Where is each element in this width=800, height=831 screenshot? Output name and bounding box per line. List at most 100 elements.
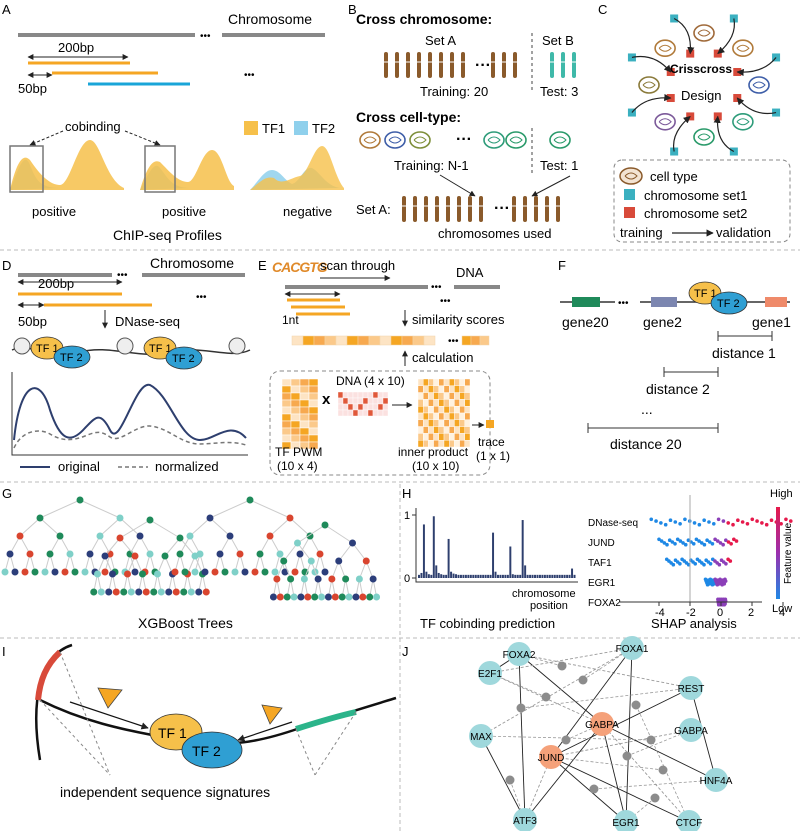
- panel-h: H 1 0 chromosome position TF cobinding p…: [402, 486, 794, 631]
- dna-label: DNA: [456, 265, 484, 280]
- ring-cell-5: [693, 128, 715, 146]
- score-cell-4: [324, 335, 337, 346]
- inner-cell: [433, 378, 440, 387]
- inner-cell: [417, 385, 424, 393]
- legend-validation-label: validation: [716, 225, 771, 240]
- shap-point: [708, 562, 713, 566]
- inner-cell: [454, 412, 460, 421]
- tree-2-node: [165, 588, 173, 596]
- shap-point: [736, 518, 740, 522]
- score-cell-12: [412, 335, 425, 346]
- pwm-cell: [281, 385, 292, 394]
- inner-cell: [423, 406, 429, 414]
- dna-cell: [342, 403, 349, 411]
- prediction-bar: [455, 574, 458, 578]
- tree-1-node: [96, 532, 104, 540]
- inner-cell: [459, 406, 466, 414]
- normalized-signal: [13, 425, 247, 449]
- ring-arrow-4: [713, 115, 735, 153]
- profile2-box: [144, 145, 176, 193]
- dna-cell: [352, 397, 359, 405]
- dna-cell: [372, 397, 379, 405]
- node-label-e2f1: E2F1: [478, 669, 502, 680]
- score-cell-13: [423, 335, 436, 346]
- node-label-foxa1: FOXA1: [616, 644, 649, 655]
- node-label-atf3: ATF3: [513, 816, 537, 827]
- inner-cell: [449, 385, 455, 393]
- tree-4-node: [280, 557, 288, 565]
- calculation-box: [269, 370, 491, 476]
- tree-3-node: [251, 568, 259, 576]
- inner-cell: [428, 392, 434, 400]
- tree-4-node: [338, 593, 346, 601]
- chromosome-4: [417, 52, 421, 78]
- network-edge: [623, 647, 633, 823]
- shap-point: [750, 517, 755, 522]
- tree-1-node: [46, 550, 54, 558]
- shap-point: [726, 540, 731, 544]
- tree-1-node: [66, 550, 74, 558]
- network-edge: [480, 735, 526, 821]
- score-cell-15: [470, 335, 481, 346]
- tf-pwm-matrix: [281, 378, 319, 450]
- dna-cell: [377, 397, 384, 405]
- shap-point: [726, 521, 731, 525]
- inner-cell: [454, 426, 460, 434]
- inner-cell: [428, 419, 434, 427]
- chromosome-3: [406, 52, 410, 78]
- tree-4-node: [304, 593, 312, 601]
- one-nt-label: 1nt: [282, 313, 299, 327]
- gene2-box: [651, 297, 677, 307]
- shap-point: [707, 540, 712, 544]
- chromosomes-used-label: chromosomes used: [438, 226, 551, 241]
- inner-cell: [433, 433, 440, 441]
- inner-cell: [443, 392, 450, 400]
- shap-point: [659, 521, 663, 525]
- node-label-gabpa2: GABPA: [674, 726, 708, 737]
- tree-2-node: [94, 570, 101, 578]
- crisscross-ring: [627, 14, 781, 156]
- tree-4-node: [321, 521, 329, 529]
- tree-4-node: [273, 575, 281, 583]
- tree-4-node: [328, 575, 336, 583]
- nucleosome-2: [116, 337, 134, 355]
- used-chromosome-1: [402, 196, 406, 222]
- score-cell-1: [291, 335, 304, 346]
- tree-3-node: [206, 514, 214, 522]
- training-chromosomes-row: [384, 52, 517, 78]
- dna-cell: [347, 397, 354, 405]
- dna-cell: [352, 409, 359, 417]
- dna-cell: [347, 403, 354, 411]
- pwm-cell: [281, 378, 292, 387]
- inner-cell: [438, 378, 445, 387]
- dna-cell: [377, 409, 384, 417]
- inner-product-label: inner product: [398, 445, 469, 459]
- ring-cell-7-nucleus: [642, 81, 656, 89]
- tree-1-node: [11, 568, 19, 576]
- chromosome-9: [491, 52, 495, 78]
- chromosome-1: [384, 52, 388, 78]
- test-chromosomes-row: [550, 52, 576, 78]
- inner-cell: [454, 392, 460, 400]
- network-edge: [524, 723, 603, 821]
- crisscross-label: Crisscross: [670, 62, 732, 76]
- shap-beeswarm: [649, 517, 793, 607]
- prediction-bar: [430, 574, 433, 578]
- tree-edge: [209, 517, 231, 537]
- inner-cell: [464, 440, 471, 448]
- tf1-label: TF 1: [694, 288, 717, 300]
- ytick-1: 1: [404, 510, 410, 522]
- dna-cell: [347, 391, 354, 399]
- network-small-node-5: [561, 735, 571, 745]
- inner-cell: [464, 392, 471, 400]
- tf2-label: TF 2: [717, 298, 740, 310]
- prediction-bar: [519, 574, 522, 578]
- tree-edge: [179, 537, 196, 557]
- panel-c: C Crisscross Design cell type chromosome…: [598, 2, 791, 243]
- dna-cell: [337, 397, 344, 405]
- tree-edge: [283, 542, 298, 562]
- inner-cell: [464, 406, 471, 414]
- tree-edge: [39, 499, 81, 519]
